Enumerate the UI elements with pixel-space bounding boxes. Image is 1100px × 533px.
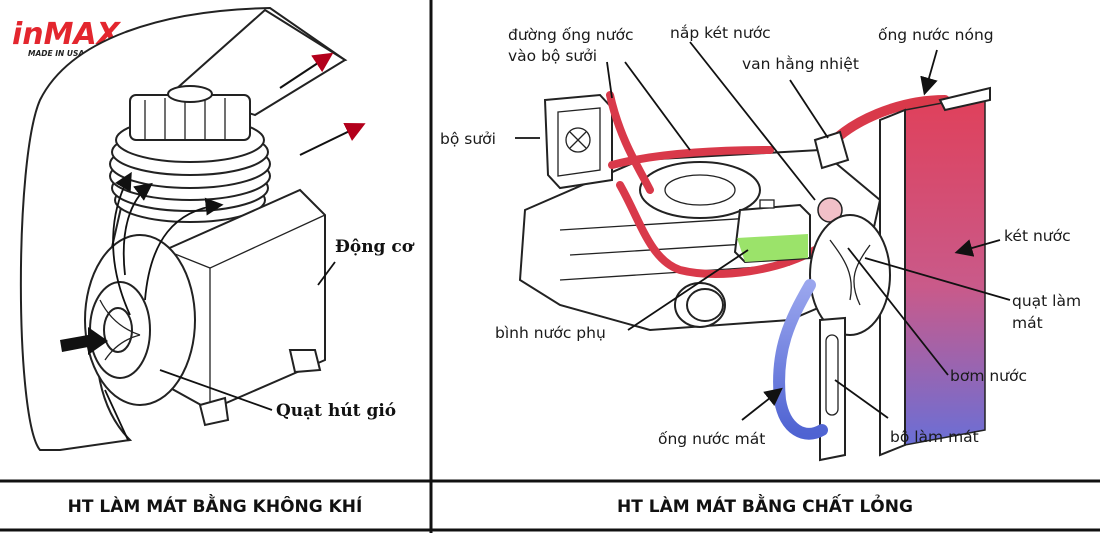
label-heater-pipe-line1: đường ống nước [508,26,633,44]
air-flow-arrow-1 [112,171,132,316]
pump-pulley [686,288,724,322]
fan-leader [159,369,273,411]
thermostat-housing [813,130,850,170]
heater-inlet-pipe [606,91,654,194]
cooler-tank [819,316,846,462]
liquid-cooled-engine-illustration [518,86,991,462]
label-fan: Quạt hút gió [276,401,396,421]
label-engine: Động cơ [335,237,415,257]
air-flow-arrow-2 [144,197,224,301]
air-intake-arrow [60,327,108,355]
label-radiator: két nước [1004,227,1071,245]
caption-liquid-cooling: HT LÀM MÁT BẰNG CHẤT LỎNG [617,493,913,517]
label-radiator-cap: nắp két nước [670,24,771,42]
label-hot-pipe: ống nước nóng [878,26,994,44]
caption-air-cooling: HT LÀM MÁT BẰNG KHÔNG KHÍ [68,493,363,517]
label-reservoir: bình nước phụ [495,324,606,342]
label-heater: bộ sưởi [440,130,496,148]
label-fan-line2: mát [1012,314,1043,332]
label-cool-pipe: ống nước mát [658,430,765,448]
leader-lines [515,41,1011,421]
label-heater-pipe-line2: vào bộ sưởi [508,47,597,65]
svg-text:MADE IN USA: MADE IN USA [28,49,84,58]
label-water-pump: bơm nước [950,367,1027,385]
reservoir-tank [733,199,811,264]
label-thermostat: van hằng nhiệt [742,55,859,73]
fan-housing [84,234,196,406]
cylinder-fins [109,85,271,223]
engine-leader [317,261,336,286]
air-cooled-engine-illustration [19,6,366,451]
hot-air-arrow-2 [299,122,366,156]
hot-air-arrow-1 [279,52,334,89]
radiator [879,86,991,457]
label-cooler: bộ làm mát [890,428,979,446]
heater-core [543,93,613,190]
label-fan-line1: quạt làm [1012,292,1081,310]
cooling-fan [809,214,891,336]
